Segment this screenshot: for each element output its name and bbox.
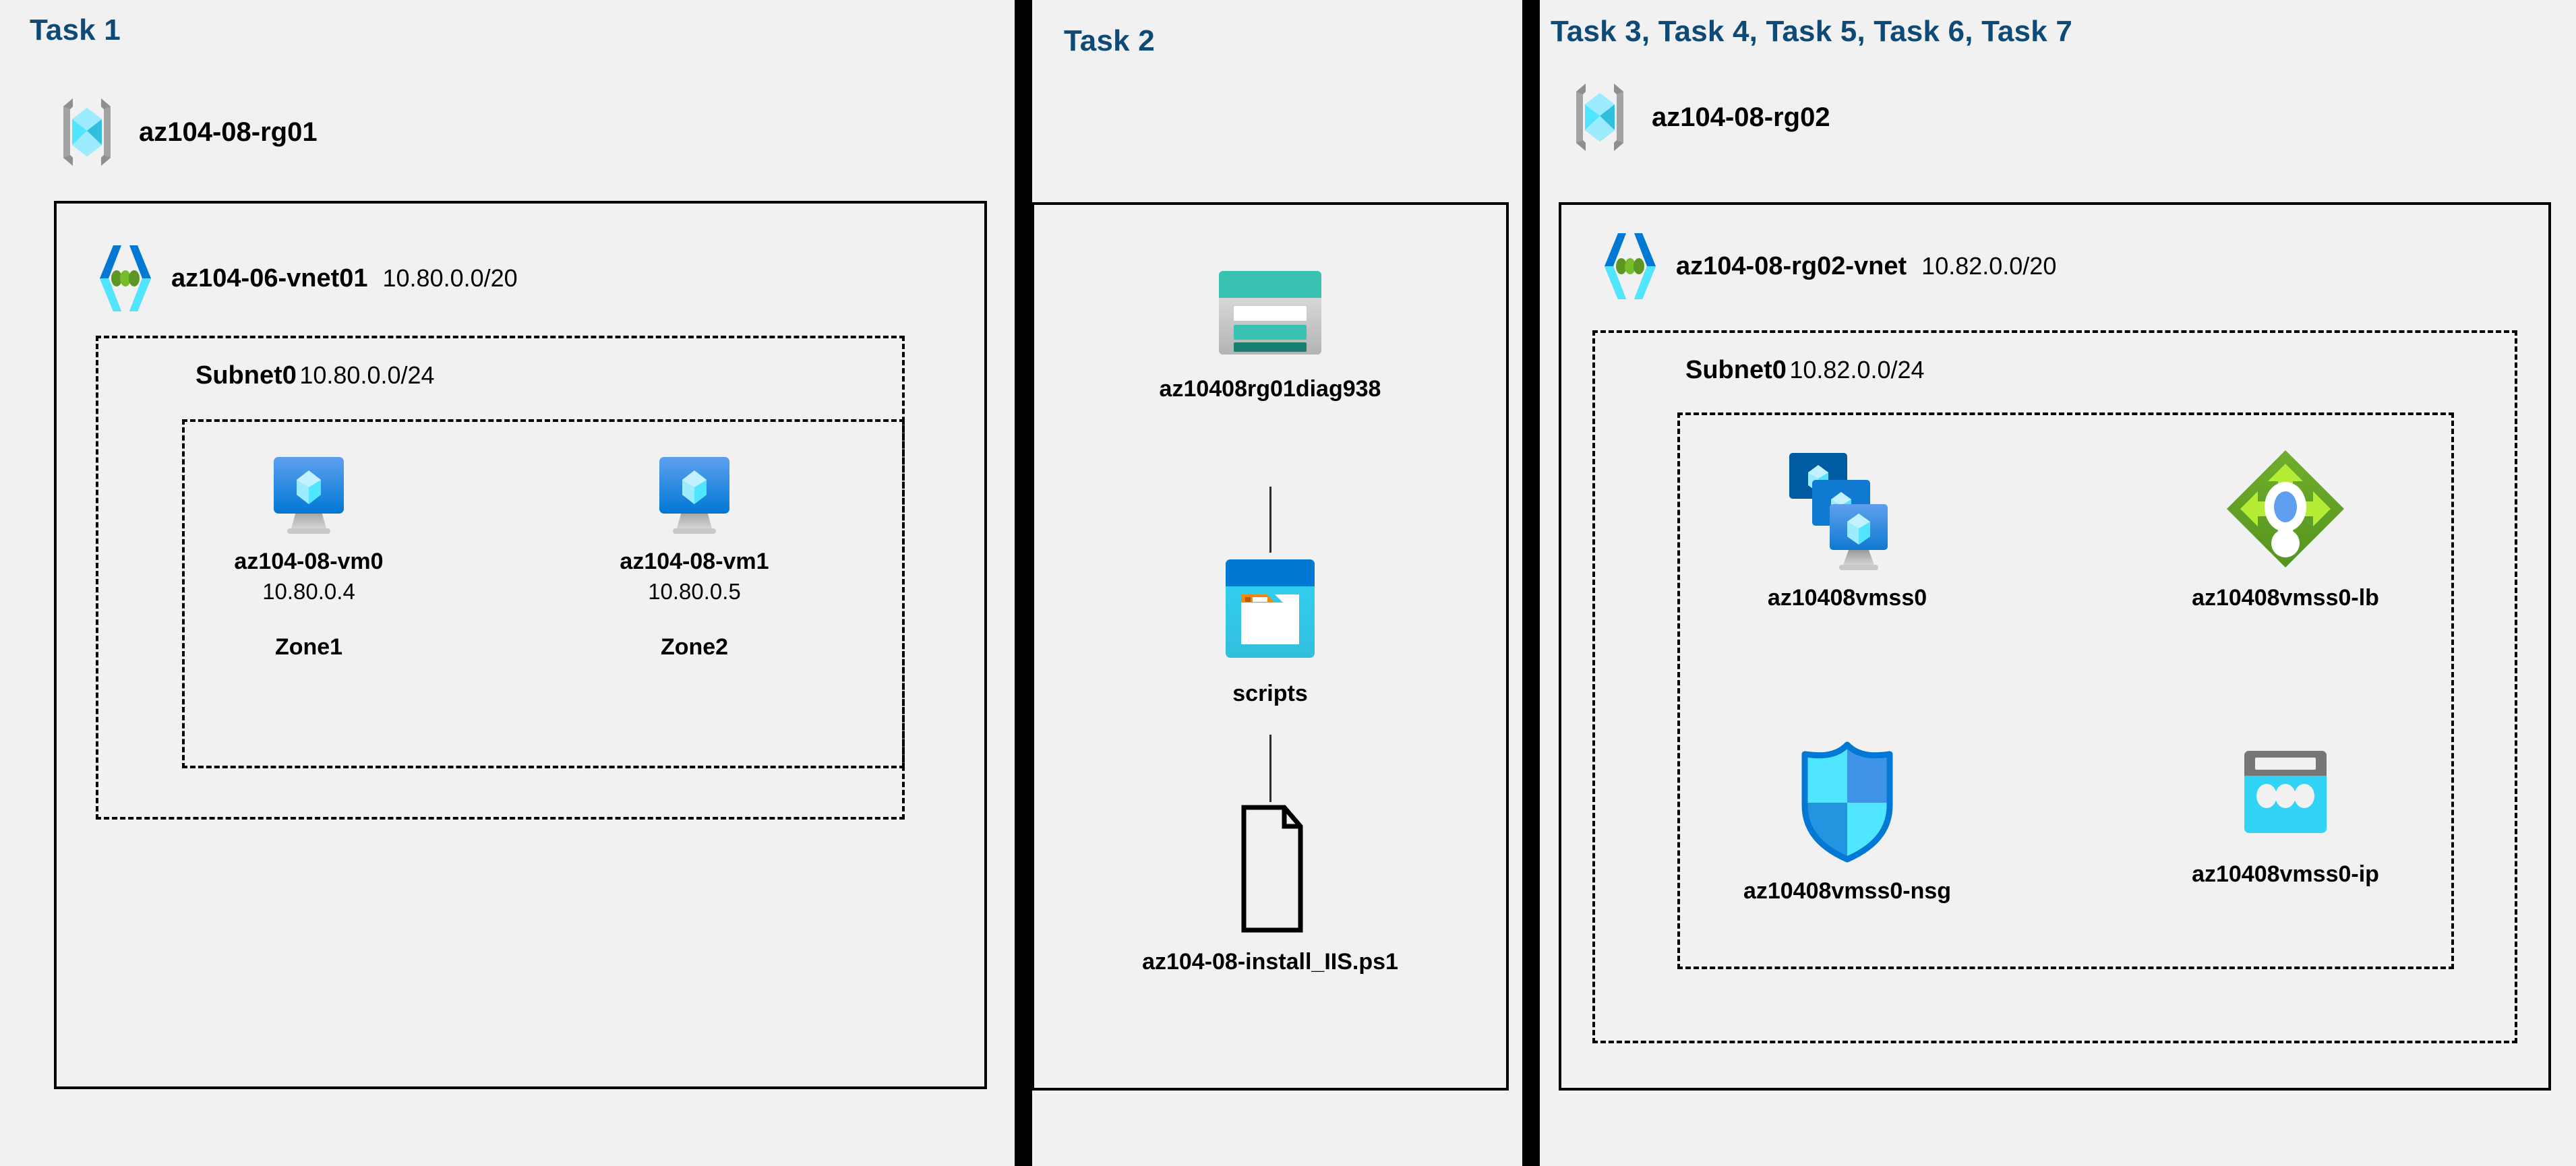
- resource-group-name: az104-08-rg01: [139, 117, 318, 147]
- subnet-cidr: 10.80.0.0/24: [299, 361, 435, 389]
- vmss-resource-group: [1677, 412, 2454, 969]
- load-balancer-icon: [2221, 445, 2349, 573]
- vnet-container-az104-06-vnet01: [54, 201, 987, 1089]
- subnet-label-subnet0: Subnet0 10.80.0.0/24: [196, 361, 435, 390]
- resource-node-load-balancer: az10408vmss0-lb: [2157, 445, 2414, 611]
- vnet-cidr: 10.80.0.0/20: [382, 264, 518, 292]
- public-ip-address-icon: [2228, 741, 2343, 849]
- resource-node-vm0: az104-08-vm0 10.80.0.4 Zone1: [221, 453, 396, 661]
- virtual-network-icon: [1599, 229, 1661, 303]
- connector-container-to-file: [1269, 735, 1271, 802]
- subnet-container-subnet0: [1592, 330, 2517, 1043]
- blob-container-name: scripts: [1232, 681, 1308, 706]
- vnet-name: az104-08-rg02-vnet: [1676, 251, 1907, 280]
- vm-zone: Zone2: [660, 634, 729, 660]
- virtual-network-icon: [94, 241, 156, 315]
- resource-node-nsg: az10408vmss0-nsg: [1719, 738, 1975, 904]
- task-heading-1: Task 1: [30, 13, 121, 47]
- storage-account-icon: [1209, 262, 1331, 364]
- resource-group-header-rg01: az104-08-rg01: [53, 94, 318, 170]
- resource-node-vmss: az10408vmss0: [1719, 445, 1975, 611]
- task-heading-3: Task 3, Task 4, Task 5, Task 6, Task 7: [1551, 15, 2072, 48]
- resource-node-public-ip: az10408vmss0-ip: [2157, 741, 2414, 888]
- virtual-machine-icon: [266, 453, 352, 536]
- vnet-container-az104-08-rg02-vnet: [1559, 202, 2551, 1091]
- vm-scale-set-icon: [1780, 445, 1915, 573]
- vnet-cidr: 10.82.0.0/20: [1921, 252, 2057, 280]
- vm-name: az104-08-vm1: [620, 549, 769, 574]
- vnet-label-az104-06-vnet01: az104-06-vnet01 10.80.0.0/20: [94, 241, 518, 315]
- file-icon: [1226, 802, 1314, 937]
- resource-group-icon: [1565, 80, 1634, 155]
- availability-zone-group: [182, 419, 905, 768]
- network-security-group-icon: [1790, 738, 1905, 866]
- vmss-name: az10408vmss0: [1767, 585, 1927, 611]
- nsg-name: az10408vmss0-nsg: [1743, 878, 1952, 904]
- subnet-name: Subnet0: [196, 361, 297, 390]
- subnet-cidr: 10.82.0.0/24: [1789, 356, 1925, 383]
- storage-account-name: az10408rg01diag938: [1159, 376, 1381, 402]
- connector-storage-to-container: [1269, 487, 1271, 553]
- virtual-machine-icon: [651, 453, 738, 536]
- vnet-label-az104-08-rg02-vnet: az104-08-rg02-vnet 10.82.0.0/20: [1599, 229, 2056, 303]
- vm-ip: 10.80.0.4: [262, 579, 355, 604]
- column-separator-1: [1015, 0, 1032, 1166]
- blob-container-icon: [1209, 553, 1331, 669]
- resource-group-name: az104-08-rg02: [1652, 102, 1830, 132]
- resource-node-storage-account: az10408rg01diag938: [1160, 262, 1381, 402]
- vm-zone: Zone1: [274, 634, 343, 660]
- resource-node-blob-container: scripts: [1182, 553, 1358, 707]
- resource-group-header-rg02: az104-08-rg02: [1565, 80, 1830, 155]
- public-ip-name: az10408vmss0-ip: [2192, 861, 2379, 887]
- subnet-label-subnet0: Subnet0 10.82.0.0/24: [1685, 356, 1925, 385]
- vm-name: az104-08-vm0: [234, 549, 384, 574]
- resource-group-icon: [53, 94, 121, 170]
- resource-node-vm1: az104-08-vm1 10.80.0.5 Zone2: [607, 453, 782, 661]
- resource-node-script-file: az104-08-install_IIS.ps1: [1142, 802, 1398, 975]
- vm-ip: 10.80.0.5: [648, 579, 741, 604]
- vnet-name: az104-06-vnet01: [171, 264, 368, 293]
- script-file-name: az104-08-install_IIS.ps1: [1142, 949, 1398, 975]
- task-heading-2: Task 2: [1064, 24, 1155, 57]
- subnet-name: Subnet0: [1685, 356, 1787, 384]
- load-balancer-name: az10408vmss0-lb: [2192, 585, 2379, 611]
- column-separator-2: [1522, 0, 1540, 1166]
